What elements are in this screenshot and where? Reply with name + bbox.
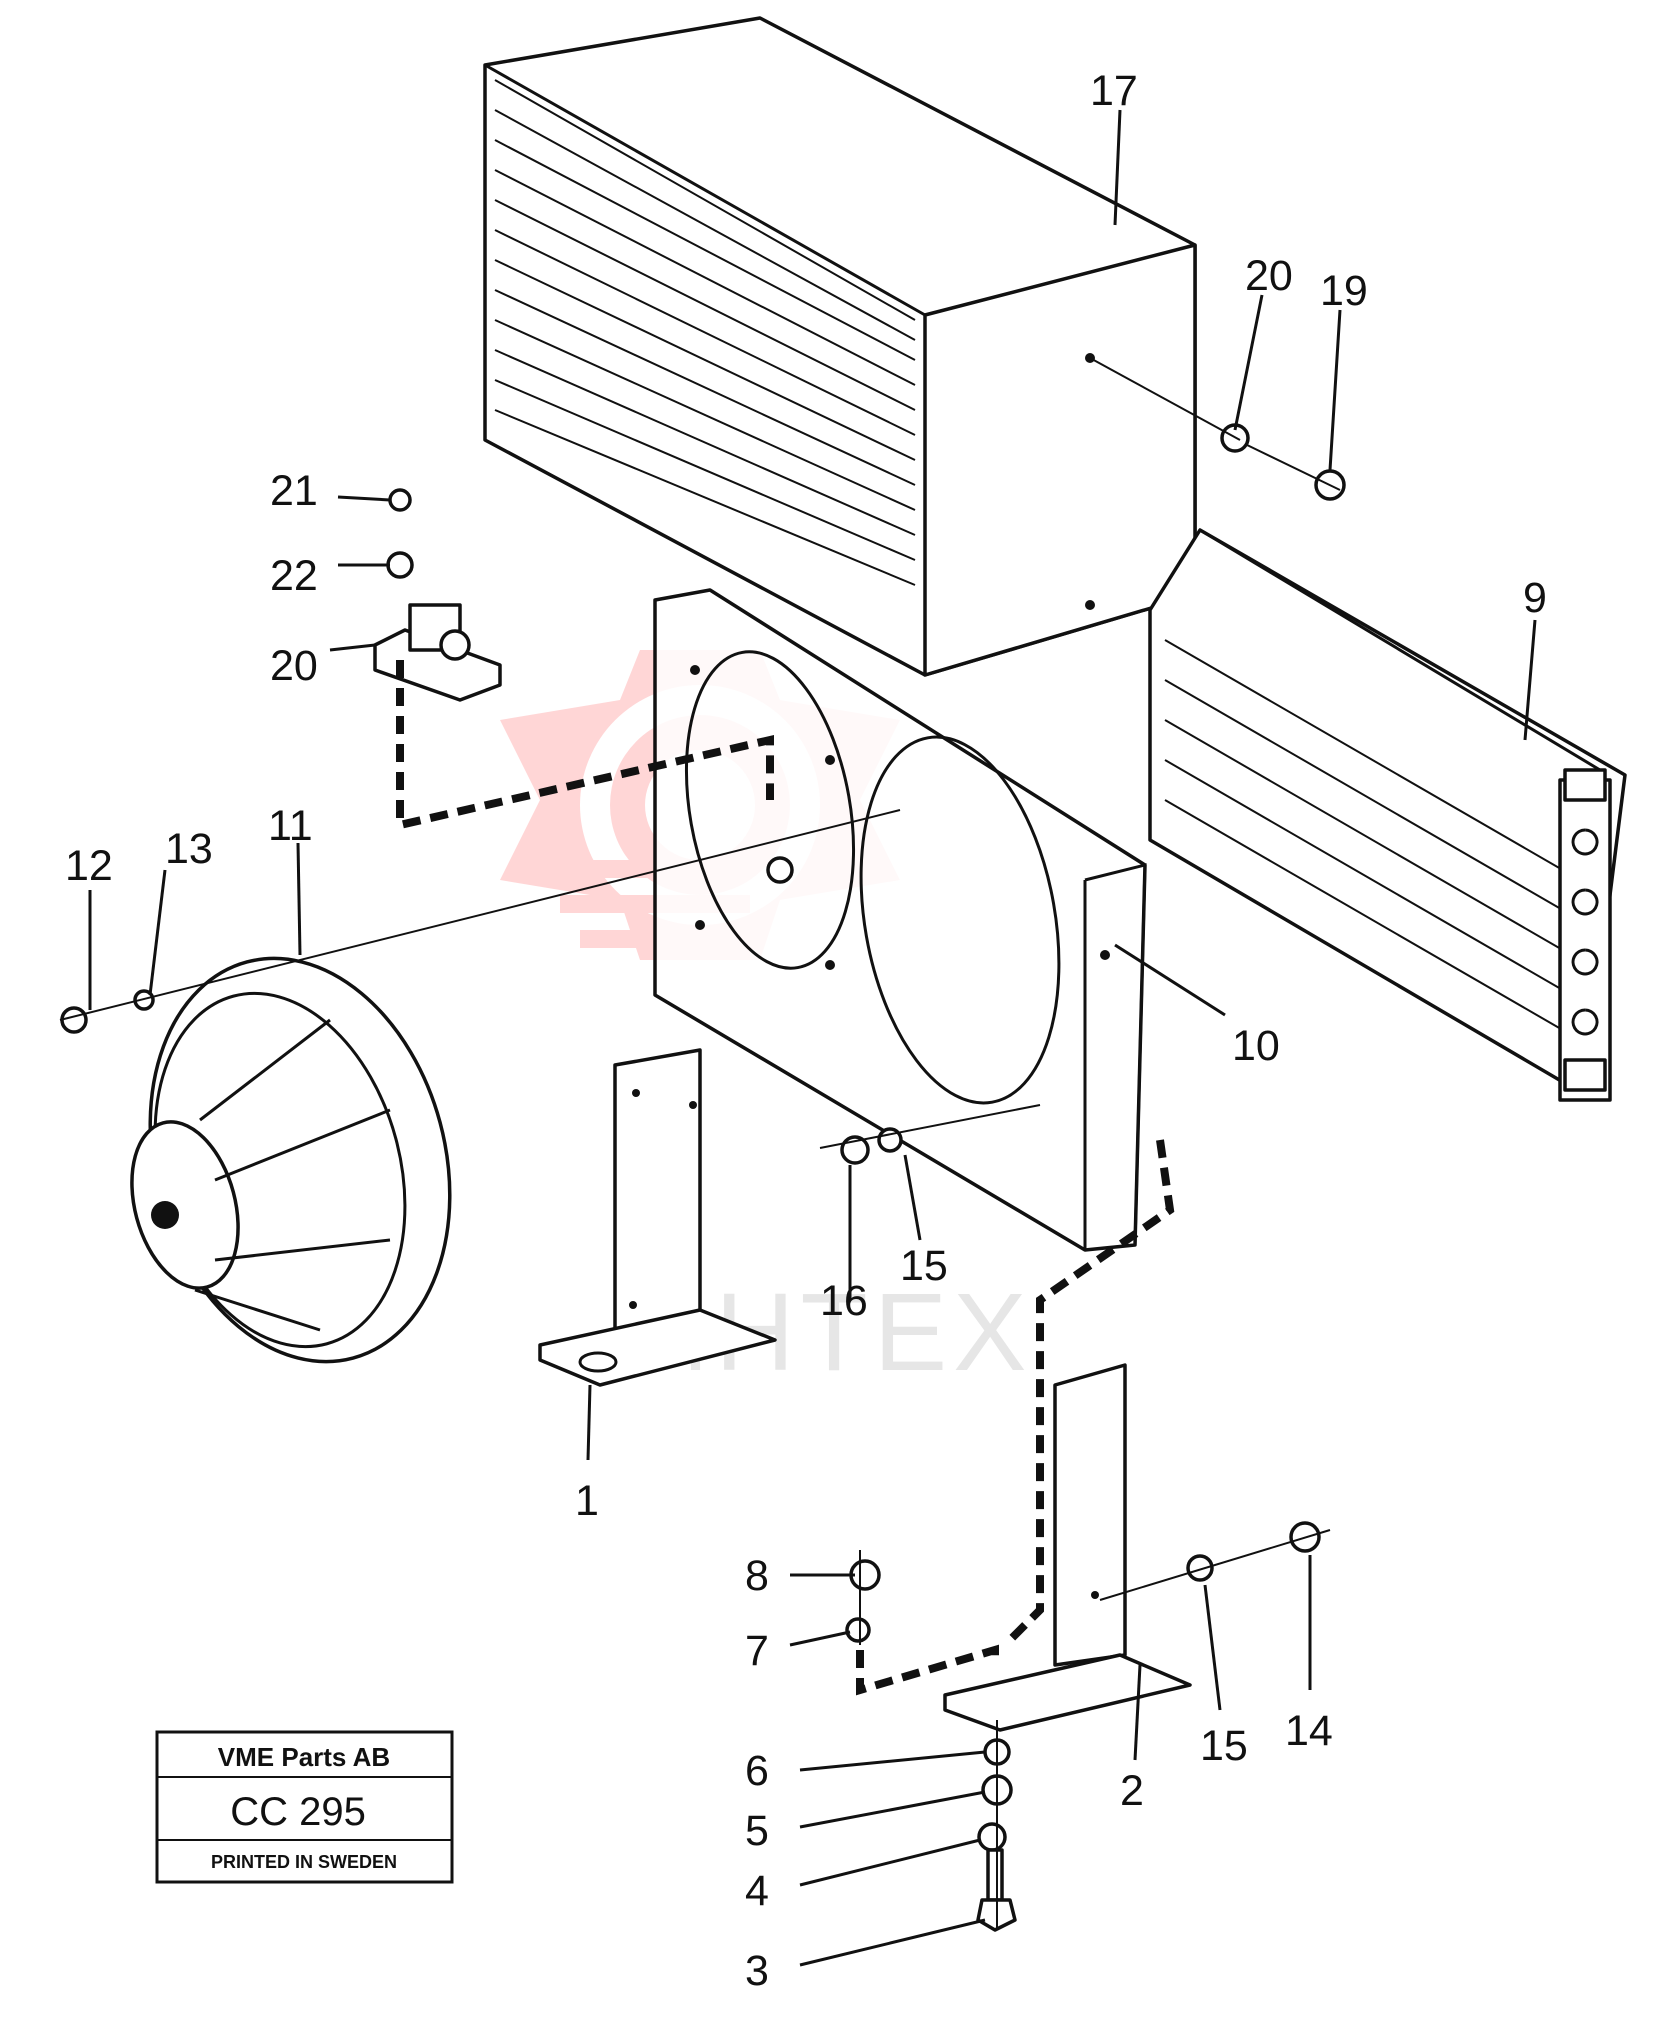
part-label: 6 [745,1747,769,1795]
part-label: 15 [1200,1722,1248,1770]
part-label: 13 [165,825,213,873]
leader-lines [88,109,1537,1967]
printed-in: PRINTED IN SWEDEN [211,1852,397,1872]
part-label: 9 [1523,574,1547,622]
part-label: 20 [270,642,318,690]
part-label: 2 [1120,1767,1144,1815]
part-label: 4 [745,1867,769,1915]
fan-motor [130,956,452,1364]
part-label: 20 [1245,252,1293,300]
title-block: VME Parts AB CC 295 PRINTED IN SWEDEN [155,1730,454,1884]
fasteners [60,423,1346,1932]
part-label: 3 [745,1947,769,1995]
bracket-right [943,1363,1192,1732]
part-labels: 17 20 19 9 10 21 22 20 12 13 11 1 16 15 … [65,67,1547,1995]
housing-box [483,16,1197,677]
part-label: 14 [1285,1707,1333,1755]
part-label: 19 [1320,267,1368,315]
mount-block [373,603,502,702]
part-label: 5 [745,1807,769,1855]
part-label: 10 [1232,1022,1280,1070]
bracket-left [538,1048,777,1387]
part-label: 15 [900,1242,948,1290]
part-label: 12 [65,842,113,890]
fan-shroud [653,588,1147,1252]
part-label: 7 [745,1627,769,1675]
part-label: 11 [268,802,313,850]
drawing-code: CC 295 [230,1790,366,1834]
radiator [1148,528,1627,1102]
part-label: 17 [1090,67,1138,115]
company-name: VME Parts AB [218,1742,390,1772]
part-label: 21 [270,467,318,515]
part-label: 1 [575,1477,599,1525]
part-label: 16 [820,1277,868,1325]
part-label: 8 [745,1552,769,1600]
assembly-lines [59,357,1341,1930]
part-label: 22 [270,552,318,600]
